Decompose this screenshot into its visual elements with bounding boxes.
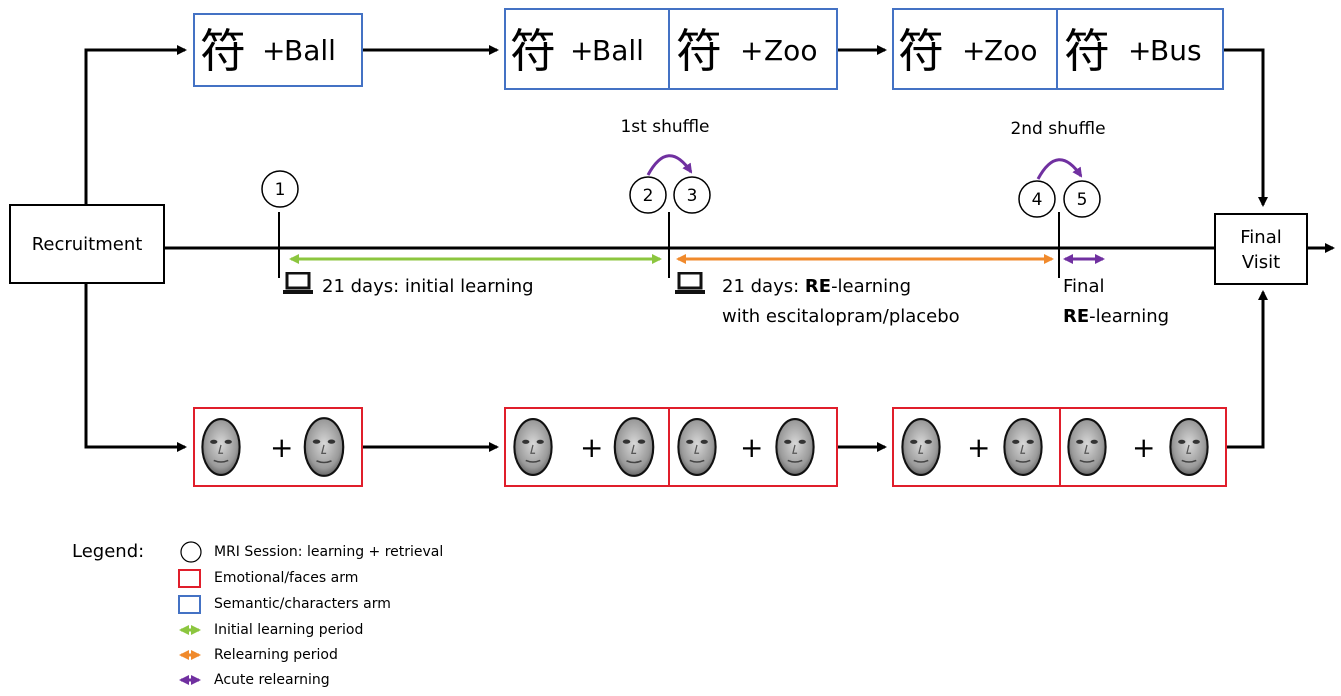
- relearning-bold: RE: [805, 276, 831, 297]
- relearning-label-line1: 21 days: RE-learning: [722, 276, 911, 297]
- top-flow-connectors: [84, 45, 1268, 207]
- face-image-female: [201, 418, 241, 476]
- laptop-icon: [675, 272, 705, 296]
- legend-item-label: Emotional/faces arm: [214, 570, 358, 586]
- second-shuffle-label: 2nd shuffle: [1010, 119, 1105, 139]
- session-number-4: 4: [1032, 190, 1043, 210]
- initial-learning-label: 21 days: initial learning: [322, 276, 534, 297]
- plus-sign: +: [740, 431, 763, 464]
- final-relearning-bold: RE: [1063, 306, 1089, 327]
- final-relearning-suffix: -learning: [1089, 306, 1169, 327]
- final-visit-line1: Final: [1240, 227, 1281, 248]
- final-visit-box: Final Visit: [1214, 213, 1308, 285]
- arrow-semantic-3-to-final: [1223, 48, 1268, 207]
- plus-sign: +: [1128, 34, 1151, 67]
- legend-item-label: Relearning period: [214, 647, 338, 663]
- semantic-box-1: 符 + Ball: [193, 13, 363, 87]
- character-glyph: 符: [200, 24, 246, 78]
- session-number-2: 2: [643, 186, 654, 206]
- face-image-female: [1003, 418, 1043, 476]
- plus-sign: +: [270, 431, 293, 464]
- face-image-female: [901, 418, 941, 476]
- semantic-box-3: 符 + Zoo 符 + Bus: [892, 8, 1224, 90]
- first-shuffle-label: 1st shuffle: [620, 117, 709, 137]
- legend-circle-swatch: [180, 541, 202, 563]
- faces-box-2: + +: [504, 407, 838, 487]
- plus-sign: +: [580, 431, 603, 464]
- legend-title: Legend:: [72, 541, 144, 562]
- face-image-female: [677, 418, 717, 476]
- recruitment-label: Recruitment: [32, 234, 143, 255]
- plus-sign: +: [262, 34, 285, 67]
- face-image-male: [303, 417, 345, 477]
- period-labels: 21 days: initial learning 21 days: RE-le…: [283, 272, 1169, 327]
- relearning-label-line2: with escitalopram/placebo: [722, 306, 960, 327]
- session-circle-2: [629, 176, 667, 214]
- session-circle-1: [261, 170, 299, 208]
- semantic-word: Zoo: [764, 34, 817, 67]
- first-shuffle-arc: [646, 154, 693, 176]
- face-image-male: [613, 417, 655, 477]
- legend-last-row: [179, 686, 439, 696]
- final-visit-border: [1214, 213, 1308, 285]
- face-image-female: [1067, 418, 1107, 476]
- legend: Legend: MRI Session: learning + retrieva…: [72, 541, 443, 688]
- recruitment-box: Recruitment: [9, 204, 165, 284]
- plus-sign: +: [962, 34, 985, 67]
- semantic-word: Ball: [592, 34, 644, 67]
- session-number-3: 3: [687, 186, 698, 206]
- laptop-icon: [283, 272, 313, 296]
- faces-box-3: + +: [892, 407, 1227, 487]
- character-glyph: 符: [898, 24, 944, 78]
- final-visit-line2: Visit: [1242, 252, 1280, 273]
- plus-sign: +: [570, 34, 593, 67]
- semantic-box-1-border: [193, 13, 363, 87]
- legend-item-label: MRI Session: learning + retrieval: [214, 544, 443, 560]
- semantic-word: Ball: [284, 34, 336, 67]
- arrow-faces-3-to-final: [1226, 290, 1268, 449]
- plus-sign: +: [967, 431, 990, 464]
- final-relearning-line2: RE-learning: [1063, 306, 1169, 327]
- character-glyph: 符: [676, 24, 722, 78]
- mri-sessions: 1 2 3 4 5: [261, 170, 1101, 218]
- plus-sign: +: [1132, 431, 1155, 464]
- session-circle-3: [673, 176, 711, 214]
- face-image-female: [775, 418, 815, 476]
- legend-red-box-swatch: [178, 569, 201, 588]
- face-image-female: [1169, 418, 1209, 476]
- recruitment-box-border: [9, 204, 165, 284]
- semantic-box-2-border: [504, 8, 838, 90]
- timeline: [164, 212, 1335, 278]
- arrow-recruit-to-faces-1: [84, 283, 187, 452]
- second-shuffle-arc: [1036, 158, 1083, 180]
- character-glyph: 符: [1064, 24, 1110, 78]
- session-number-5: 5: [1077, 190, 1088, 210]
- arrow-recruit-to-semantic-1: [84, 45, 187, 205]
- relearning-suffix: -learning: [831, 276, 911, 297]
- session-circle-5: [1063, 180, 1101, 218]
- plus-sign: +: [740, 34, 763, 67]
- session-number-1: 1: [275, 180, 286, 200]
- session-circle-4: [1018, 180, 1056, 218]
- bottom-flow-connectors: [84, 283, 1268, 452]
- character-glyph: 符: [510, 24, 556, 78]
- semantic-word: Bus: [1150, 34, 1202, 67]
- faces-box-1: +: [193, 407, 363, 487]
- final-relearning-line1: Final: [1063, 276, 1104, 297]
- semantic-box-2: 符 + Ball 符 + Zoo: [504, 8, 838, 90]
- semantic-word: Zoo: [984, 34, 1037, 67]
- legend-blue-box-swatch: [178, 595, 201, 614]
- legend-item-label: Semantic/characters arm: [214, 596, 391, 612]
- shuffles: 1st shuffle 2nd shuffle: [620, 117, 1106, 180]
- relearning-prefix: 21 days:: [722, 276, 805, 297]
- legend-item-label: Acute relearning: [214, 672, 330, 688]
- legend-item-label: Initial learning period: [214, 622, 363, 638]
- face-image-female: [513, 418, 553, 476]
